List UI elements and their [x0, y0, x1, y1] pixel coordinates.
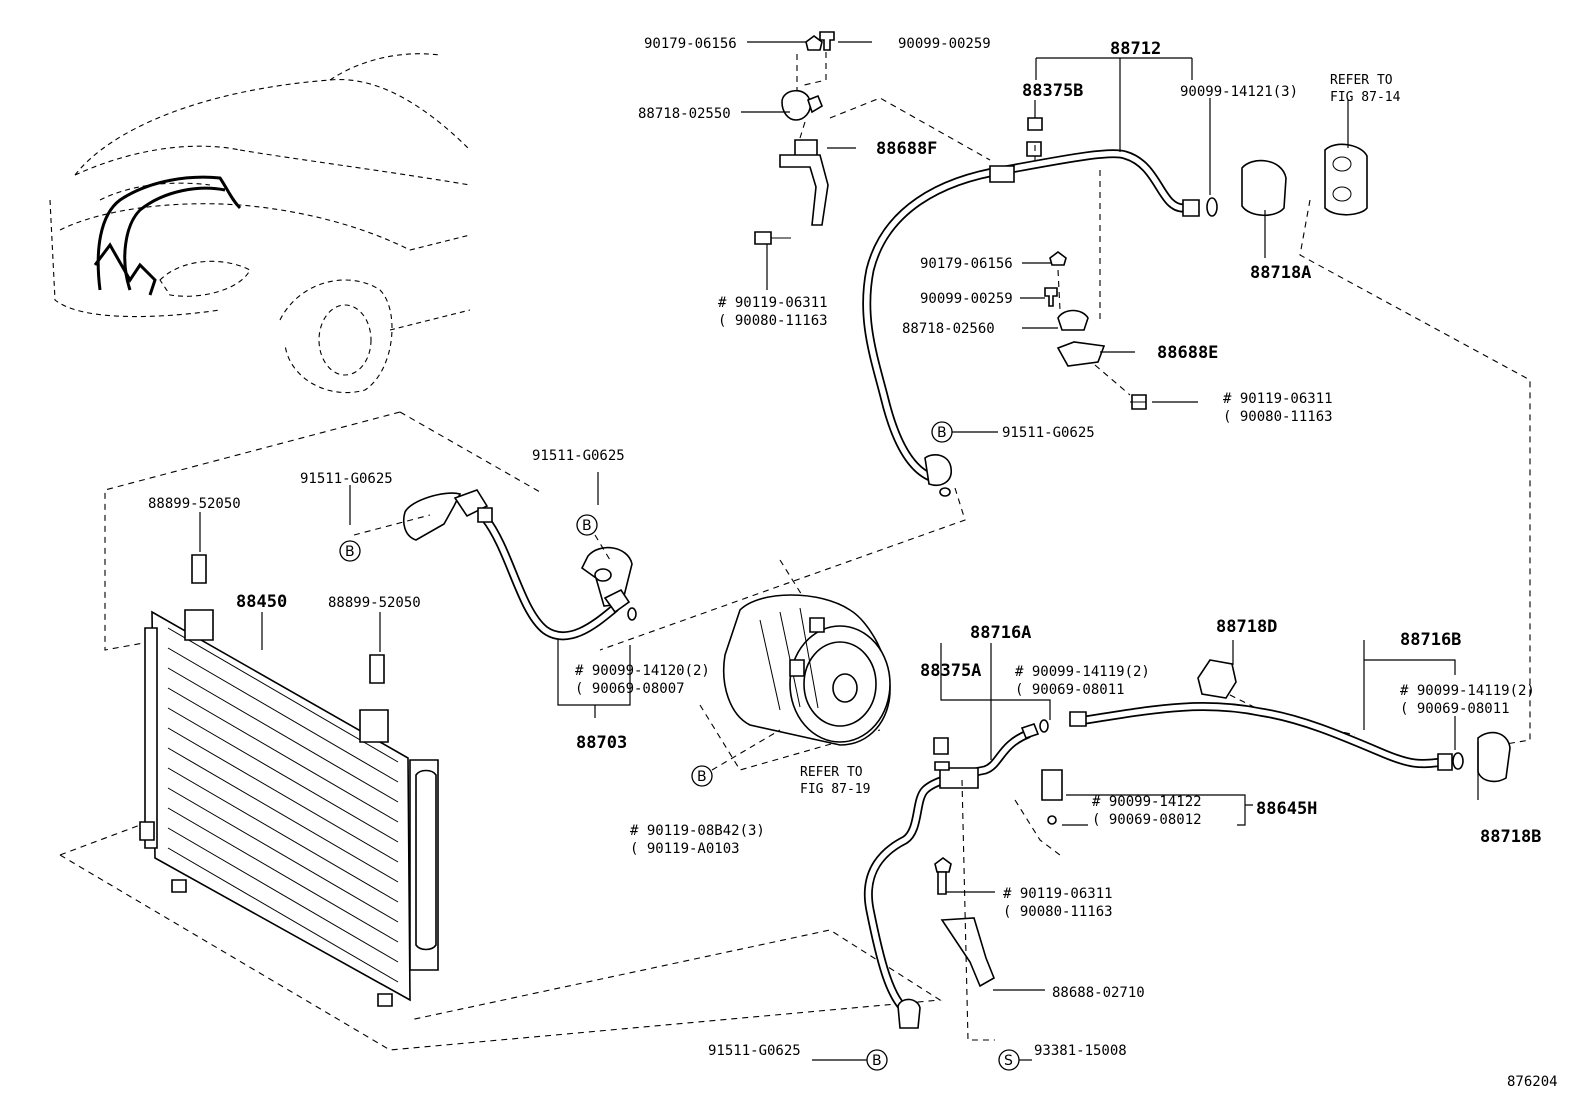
- label-91511-G0625-bottom: 91511-G0625: [708, 1043, 801, 1059]
- label-88899-52050-a: 88899-52050: [148, 496, 241, 512]
- svg-text:B: B: [937, 425, 947, 441]
- svg-text:S: S: [1004, 1053, 1013, 1069]
- discharge-hose-88712: [862, 57, 1368, 497]
- label-90099-14119-b: # 90099-14119(2): [1400, 683, 1535, 699]
- marker-b-5: B: [866, 1049, 888, 1071]
- label-90119-06311-c: # 90119-06311: [1003, 886, 1113, 902]
- marker-b-1: B: [931, 421, 953, 443]
- svg-text:B: B: [697, 769, 707, 785]
- label-90119-06311: # 90119-06311: [718, 295, 828, 311]
- label-88703: 88703: [576, 733, 627, 753]
- bracket-88688E-assembly: [1020, 251, 1198, 410]
- marker-b-4: B: [691, 765, 713, 787]
- label-90099-14120: # 90099-14120(2): [575, 663, 710, 679]
- label-88716A: 88716A: [970, 623, 1031, 643]
- label-90080-11163-c: ( 90080-11163: [1003, 904, 1113, 920]
- circle-markers: B B B B B S: [339, 421, 1032, 1071]
- label-90069-08011-b: ( 90069-08011: [1400, 701, 1510, 717]
- label-93381-15008: 93381-15008: [1034, 1043, 1127, 1059]
- label-88718-02560: 88718-02560: [902, 321, 995, 337]
- label-88645H: 88645H: [1256, 799, 1317, 819]
- label-90099-14122: # 90099-14122: [1092, 794, 1202, 810]
- label-88718B: 88718B: [1480, 827, 1541, 847]
- dashed-connection-lines: [59, 97, 1531, 1051]
- svg-text:B: B: [345, 544, 355, 560]
- label-91511-G0625-left: 91511-G0625: [300, 471, 393, 487]
- label-88450: 88450: [236, 592, 287, 612]
- label-88688F: 88688F: [876, 139, 937, 159]
- label-88375B: 88375B: [1022, 81, 1083, 101]
- label-88688-02710: 88688-02710: [1052, 985, 1145, 1001]
- figure-id: 876204: [1507, 1074, 1558, 1090]
- label-90099-00259: 90099-00259: [898, 36, 991, 52]
- pipe-88716A: [863, 643, 1051, 1041]
- label-90099-00259-mid: 90099-00259: [920, 291, 1013, 307]
- label-90069-08012: ( 90069-08012: [1092, 812, 1202, 828]
- refer-fig-87-19-line1: REFER TO: [800, 765, 863, 780]
- hose-88703: [349, 472, 637, 718]
- label-90179-06156-mid: 90179-06156: [920, 256, 1013, 272]
- label-90099-14121: 90099-14121(3): [1180, 84, 1298, 100]
- label-90119-06311-b: # 90119-06311: [1223, 391, 1333, 407]
- bracket-88688F-assembly: [741, 31, 872, 290]
- label-90179-06156: 90179-06156: [644, 36, 737, 52]
- marker-s: S: [998, 1049, 1020, 1071]
- label-90119-A0103: ( 90119-A0103: [630, 841, 740, 857]
- label-88712: 88712: [1110, 39, 1161, 59]
- part-labels: 90179-06156 90099-00259 88718-02550 8868…: [148, 36, 1558, 1090]
- svg-text:B: B: [872, 1053, 882, 1069]
- marker-b-2: B: [576, 514, 598, 536]
- label-90069-08011-a: ( 90069-08011: [1015, 682, 1125, 698]
- label-90099-14119-a: # 90099-14119(2): [1015, 664, 1150, 680]
- label-88718-02550: 88718-02550: [638, 106, 731, 122]
- refer-fig-87-14-line2: FIG 87-14: [1330, 90, 1401, 105]
- refer-fig-87-19-line2: FIG 87-19: [800, 782, 870, 797]
- label-91511-G0625-hose: 91511-G0625: [532, 448, 625, 464]
- label-88375A: 88375A: [920, 661, 981, 681]
- label-88688E: 88688E: [1157, 343, 1218, 363]
- vehicle-outline-illustration: [49, 53, 471, 394]
- marker-b-3: B: [339, 540, 361, 562]
- label-88718D: 88718D: [1216, 617, 1277, 637]
- refer-fig-87-14-line1: REFER TO: [1330, 73, 1393, 88]
- compressor-illustration: [722, 594, 891, 746]
- pipe-88716B: [1041, 640, 1511, 826]
- label-90119-08B42: # 90119-08B42(3): [630, 823, 765, 839]
- label-88899-52050-b: 88899-52050: [328, 595, 421, 611]
- label-88718A: 88718A: [1250, 263, 1311, 283]
- label-90080-11163-b: ( 90080-11163: [1223, 409, 1333, 425]
- label-88716B: 88716B: [1400, 630, 1461, 650]
- svg-text:B: B: [582, 518, 592, 534]
- label-90069-08007: ( 90069-08007: [575, 681, 685, 697]
- condenser-88450: [139, 512, 439, 1007]
- label-91511-G0625-right: 91511-G0625: [1002, 425, 1095, 441]
- label-90080-11163: ( 90080-11163: [718, 313, 828, 329]
